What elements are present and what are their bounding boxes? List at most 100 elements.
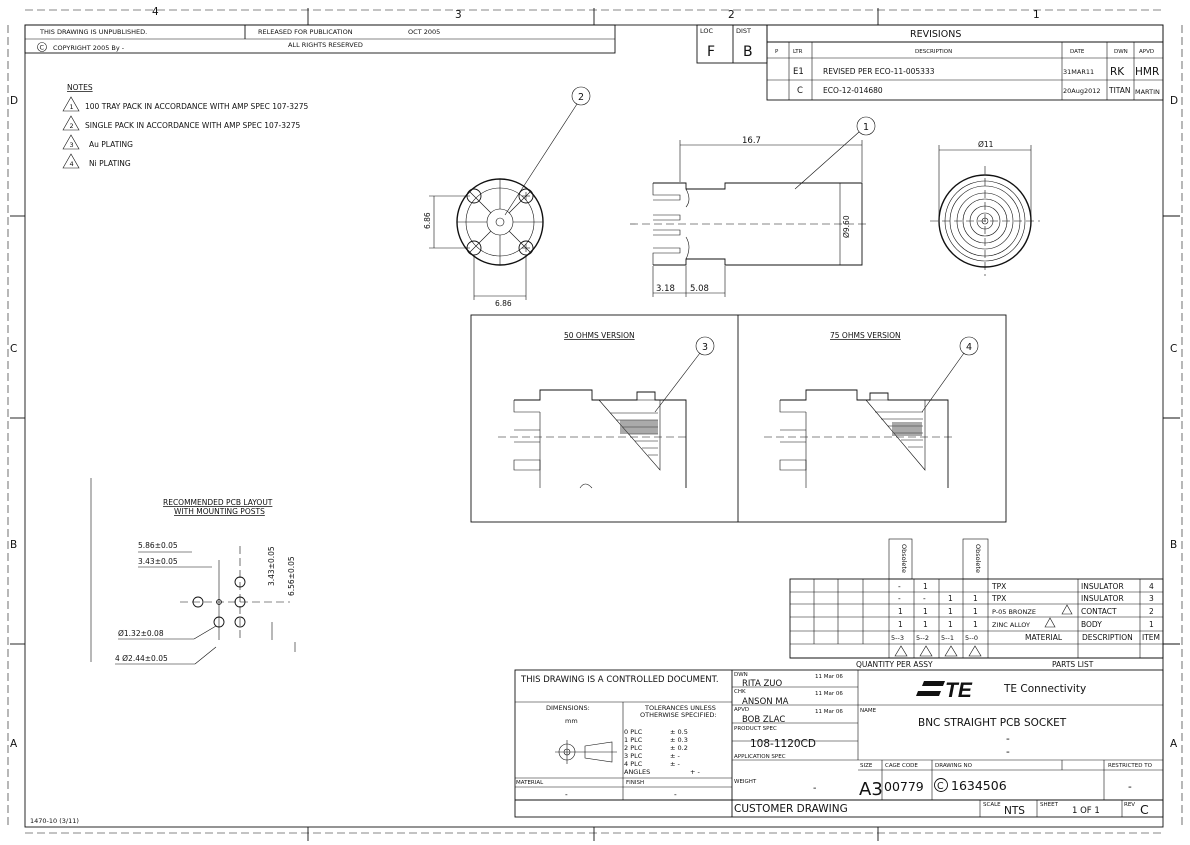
c-circle-icon: C [934,778,948,792]
svg-text:1: 1 [948,594,953,603]
svg-text:1: 1 [863,122,869,133]
rev-col-apvd: APVD [1139,49,1154,55]
header-strip: THIS DRAWING IS UNPUBLISHED. C COPYRIGHT… [24,24,616,54]
rev-col-date: DATE [1070,49,1085,55]
customer-drawing-label: CUSTOMER DRAWING [734,803,848,815]
svg-text:ANGLES: ANGLES [624,768,650,776]
pcb-dim-6: 4 Ø2.44±0.05 [115,654,168,663]
projection-symbol-icon [555,740,617,764]
svg-text:TITAN: TITAN [1108,86,1131,95]
material-header: MATERIAL [1025,633,1063,642]
svg-text:CONTACT: CONTACT [1081,607,1117,616]
part-name-2: - [1006,733,1010,745]
pcb-title-1: RECOMMENDED PCB LAYOUT [163,498,273,507]
svg-text:1: 1 [1149,620,1154,629]
section-views: 50 OHMS VERSION 75 OHMS VERSION [470,314,1007,523]
triangle-icon [62,96,80,112]
revisions-title: REVISIONS [910,29,961,40]
svg-text:HMR: HMR [1135,66,1159,78]
note-item: 4 Ni PLATING [62,153,131,169]
svg-text:1: 1 [923,582,928,591]
zone-right-c: C [1170,343,1177,355]
zone-left-b: B [10,539,17,551]
material-value: - [565,790,568,799]
chk-name: ANSON MA [742,697,789,707]
balloon-3 [695,336,715,356]
svg-text:TPX: TPX [991,594,1006,603]
chk-label: CHK [734,689,746,695]
copyright-icon [37,42,47,52]
zone-left-a: A [10,738,18,750]
size-value: A3 [859,779,883,800]
pcb-dim-1: 5.86±0.05 [138,541,178,550]
svg-text:20Aug2012: 20Aug2012 [1063,87,1101,95]
weight-label: WEIGHT [734,779,757,785]
svg-text:± 0.5: ± 0.5 [670,728,688,736]
svg-text:1: 1 [948,620,953,629]
svg-text:2: 2 [578,92,584,103]
pcb-layout: RECOMMENDED PCB LAYOUT WITH MOUNTING POS… [90,478,296,665]
dim-a: 3.18 [656,284,675,294]
svg-text:1: 1 [70,103,74,111]
svg-text:P-05 BRONZE: P-05 BRONZE [992,608,1036,616]
balloon-4 [959,336,979,356]
application-spec-label: APPLICATION SPEC [734,754,786,760]
zone-top-4: 4 [152,6,159,18]
svg-text:2: 2 [70,122,74,130]
svg-text:3 PLC: 3 PLC [624,752,643,760]
triangle-icon [919,645,933,657]
cage-label: CAGE CODE [885,763,918,769]
svg-text:BODY: BODY [1081,620,1102,629]
rev-col-ltr: LTR [793,49,803,55]
parts-row: - - 1 1 TPX INSULATOR 3 [898,594,1154,603]
part-name-3: - [1006,746,1010,758]
svg-text:1: 1 [973,594,978,603]
svg-text:4: 4 [1149,582,1154,591]
svg-text:± -: ± - [670,752,681,760]
size-label: SIZE [860,763,873,769]
section-50: 3 [498,336,715,489]
svg-text:± -: ± - [670,760,681,768]
obsolete-label: Obsolete [974,544,982,573]
part-name: BNC STRAIGHT PCB SOCKET [918,717,1067,729]
dwn-label: DWN [734,672,748,678]
loc-label: LOC [700,27,714,35]
note-item: 3 Au PLATING [62,134,133,150]
svg-text:± 0.2: ± 0.2 [670,744,688,752]
svg-text:1: 1 [948,607,953,616]
parts-row: 1 1 1 1 P-05 BRONZE CONTACT 2 [898,604,1154,616]
zone-right-a: A [1170,738,1178,750]
svg-text:TE: TE [945,679,973,702]
pcb-hole [234,616,246,628]
revision-row: E1 REVISED PER ECO-11-005333 31MAR11 RK … [793,66,1159,78]
zone-right-b: B [1170,539,1177,551]
scale-value: NTS [1004,805,1025,817]
svg-text:1: 1 [898,607,903,616]
svg-text:ECO-12-014680: ECO-12-014680 [823,86,883,95]
svg-text:3: 3 [70,141,74,149]
svg-text:4 PLC: 4 PLC [624,760,643,768]
form-number: 1470-10 (3/11) [30,817,79,825]
triangle-icon [1061,604,1073,615]
svg-text:2: 2 [1149,607,1154,616]
svg-text:+ -: + - [690,768,701,776]
drawing-no-label: DRAWING NO [935,763,973,769]
cage-value: 00779 [884,779,924,794]
drawing-number: 1634506 [951,778,1007,793]
copyright-text: COPYRIGHT 2005 By - [53,44,125,52]
svg-text:100 TRAY PACK IN ACCORDANCE WI: 100 TRAY PACK IN ACCORDANCE WITH AMP SPE… [85,102,309,111]
revisions-table: REVISIONS P LTR DESCRIPTION DATE DWN APV… [766,24,1164,101]
rev-value: C [1140,802,1149,817]
end-view: Ø11 [930,140,1040,276]
balloon-1 [856,116,876,136]
svg-text:C: C [937,781,944,792]
svg-text:1 PLC: 1 PLC [624,736,643,744]
pcb-dim-3: 3.43±0.05 [267,546,276,586]
triangle-icon [62,115,80,131]
dimensions-label: DIMENSIONS: [546,704,590,712]
variant-2: 5--1 [941,634,954,642]
scale-label: SCALE [983,802,1001,808]
apvd-label: APVD [734,707,749,713]
dim-end-diameter: Ø11 [978,140,994,149]
